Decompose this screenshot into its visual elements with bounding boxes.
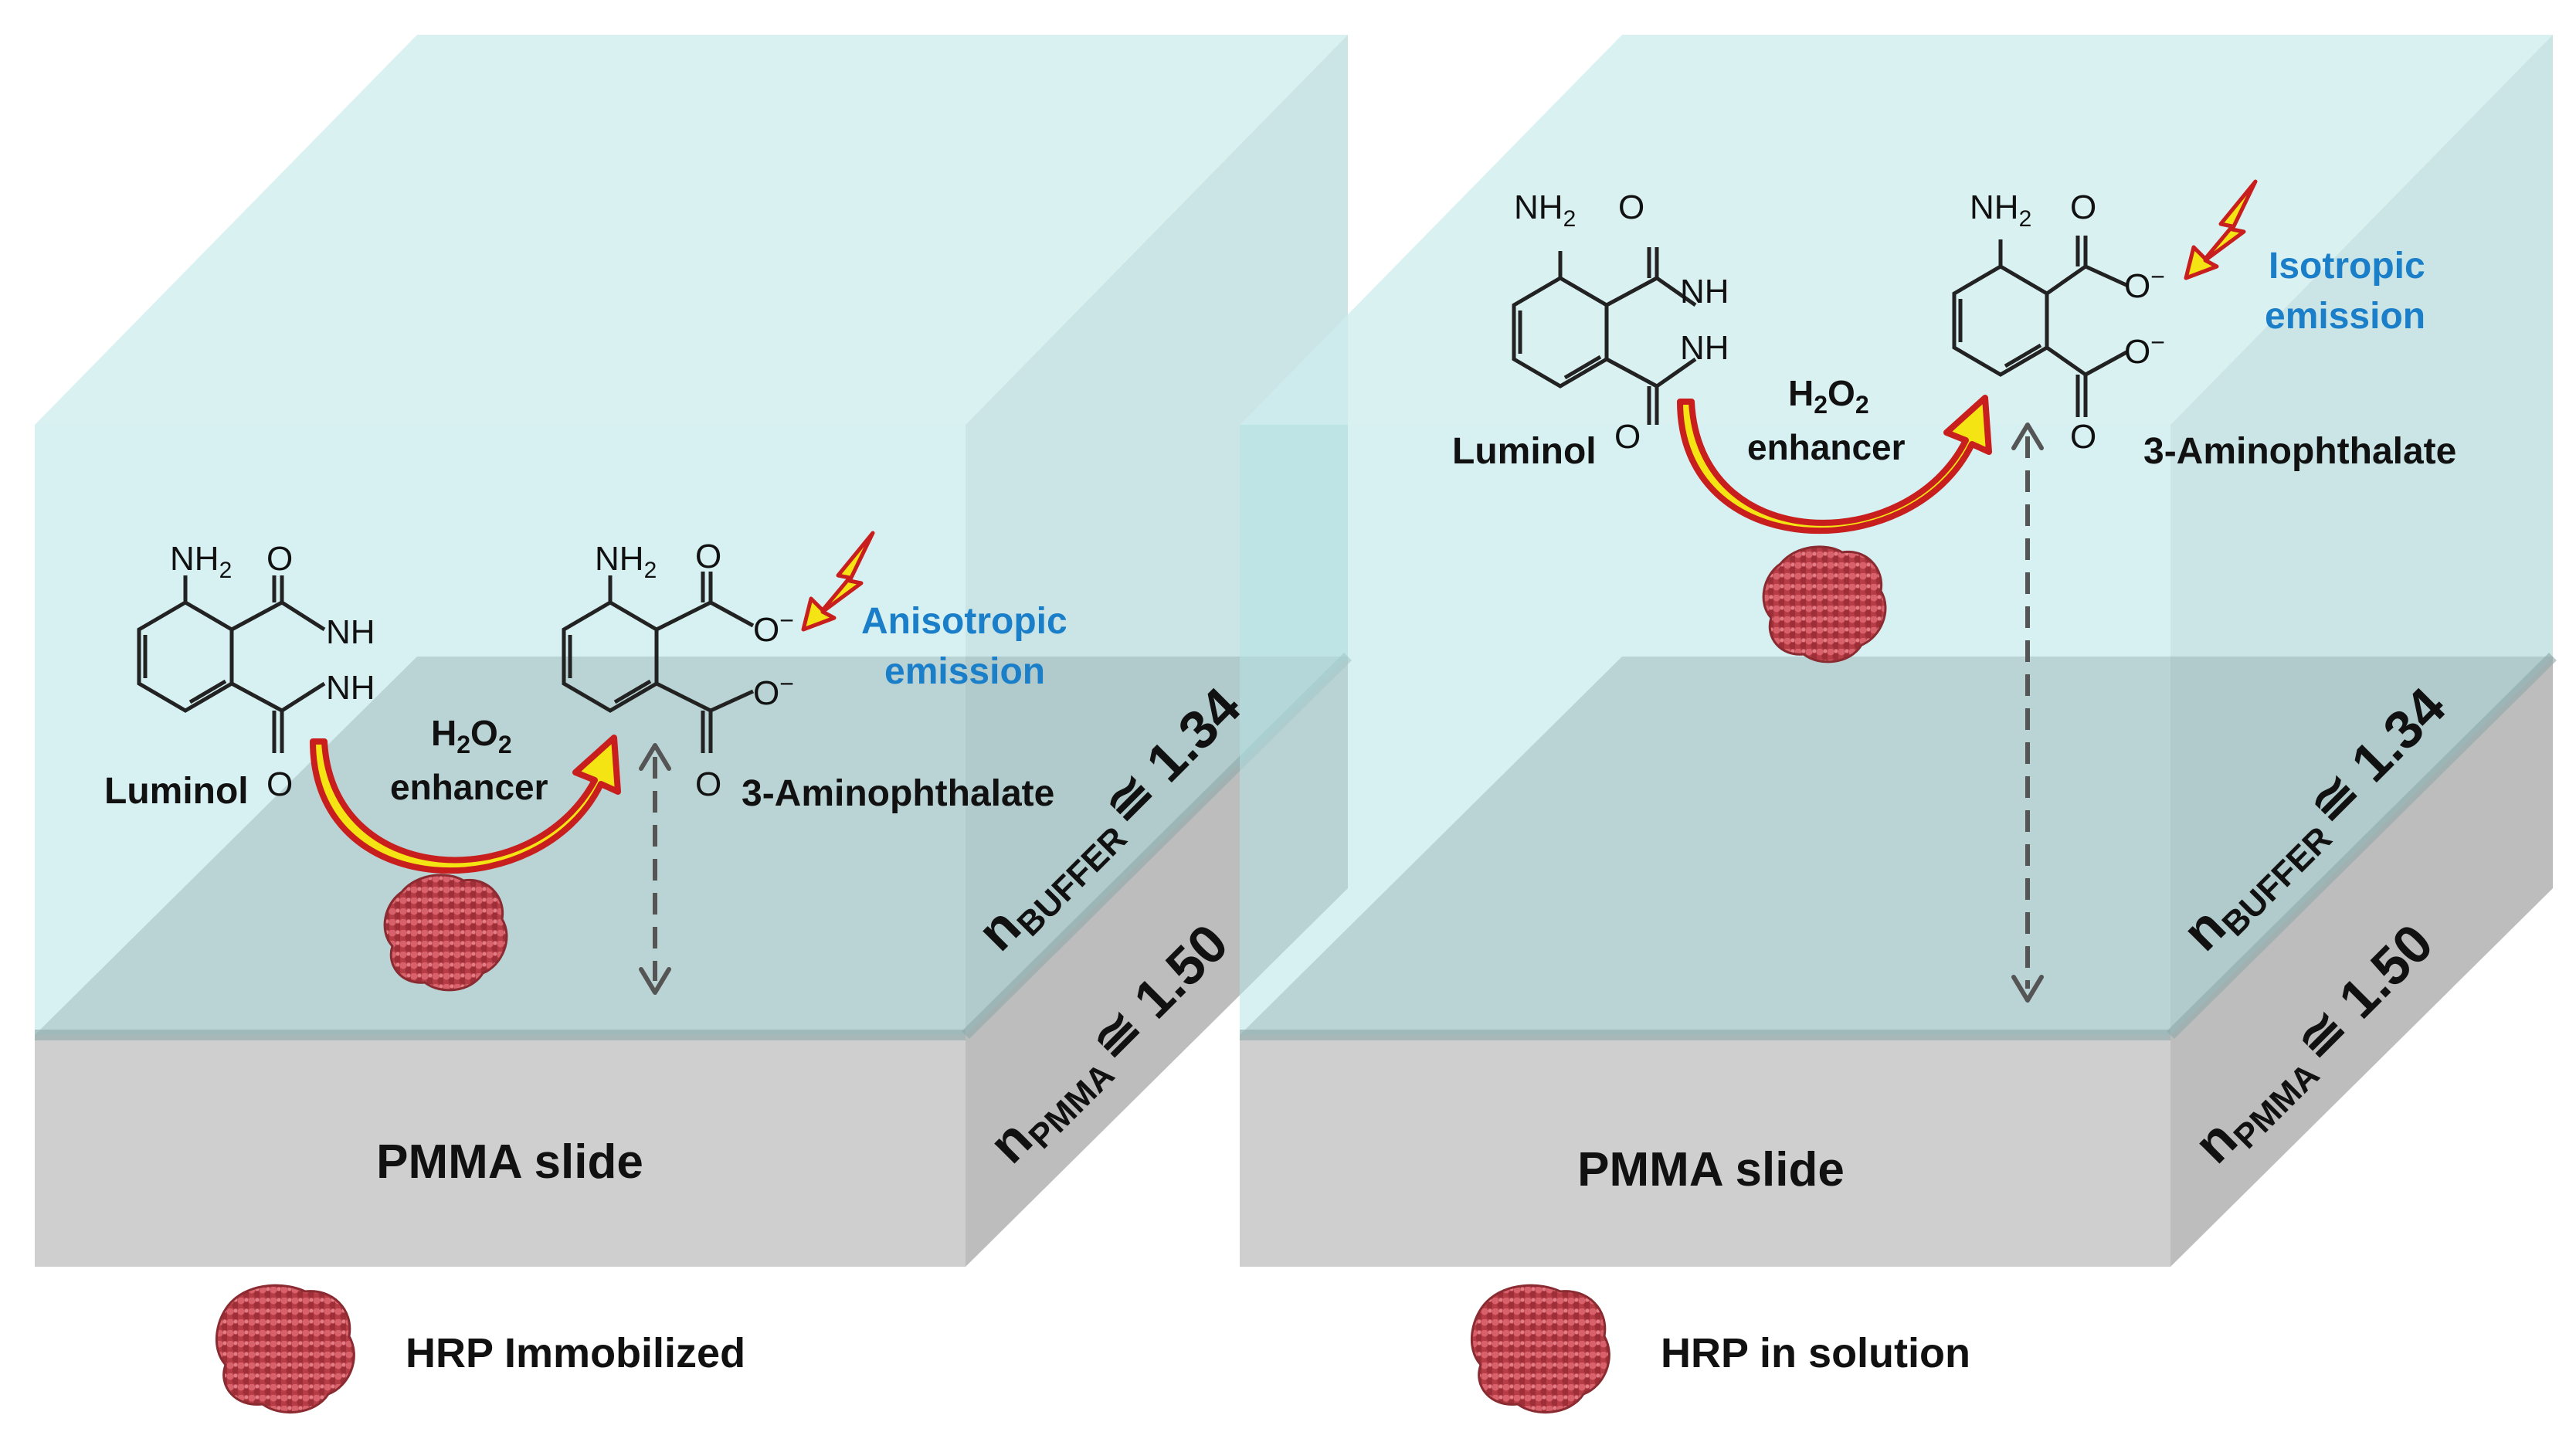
left-emission-line2: emission [884, 651, 1045, 692]
left-buffer-side [966, 35, 1348, 1035]
right-luminol-nh2: NH2 [1514, 188, 1576, 232]
right-product-o-minus-1: O− [2124, 263, 2165, 305]
left-emission-line1: Anisotropic [861, 601, 1067, 642]
left-luminol-label: Luminol [104, 771, 249, 812]
right-reaction-arrow [1677, 395, 1992, 534]
right-luminol-nh-1: NH [1680, 273, 1729, 310]
legend-hrp-immobilized-label: HRP Immobilized [406, 1330, 745, 1376]
right-lightning-icon [2184, 179, 2258, 280]
right-buffer-top [1240, 35, 2553, 425]
right-pmma-side [2170, 657, 2553, 1267]
left-product-o-minus-2: O− [753, 670, 794, 712]
right-luminol-o-top: O [1618, 188, 1644, 226]
left-hrp-protein-icon [383, 874, 508, 992]
left-product-label: 3-Aminophthalate [742, 773, 1054, 814]
right-luminol-structure [1512, 247, 1697, 425]
left-luminol-nh-1: NH [326, 613, 375, 651]
left-luminol-o-bottom: O [266, 765, 293, 803]
right-product-nh2: NH2 [1970, 188, 2031, 232]
right-pmma-slide-label: PMMA slide [1577, 1143, 1845, 1196]
legend-hrp-immobilized-icon [215, 1284, 355, 1413]
right-luminol-nh-2: NH [1680, 329, 1729, 367]
left-reaction-arrow [310, 735, 621, 874]
left-product-nh2: NH2 [595, 540, 657, 583]
left-pmma-slide-label: PMMA slide [376, 1135, 643, 1189]
left-buffer-top [35, 35, 1348, 425]
right-product-o-top: O [2070, 188, 2096, 226]
left-product-o-top: O [695, 538, 721, 575]
right-distance-arrow [2011, 422, 2044, 1003]
left-aminophthalate-structure [562, 572, 755, 753]
right-block [1240, 35, 2557, 1267]
right-luminol-label: Luminol [1452, 431, 1597, 472]
left-product-o-minus-1: O− [753, 606, 794, 649]
legend-hrp-solution-icon [1470, 1284, 1610, 1413]
left-luminol-nh2: NH2 [170, 540, 232, 583]
left-luminol-nh-2: NH [326, 669, 375, 707]
right-product-o-minus-2: O− [2124, 328, 2165, 371]
left-pmma-front [35, 1035, 966, 1267]
left-product-o-bottom: O [695, 765, 721, 803]
right-reagent-enhancer: enhancer [1747, 427, 1906, 467]
left-luminol-structure [137, 575, 326, 753]
right-aminophthalate-structure [1952, 236, 2130, 417]
right-buffer-side [2170, 35, 2553, 1035]
right-pmma-front [1240, 1035, 2170, 1267]
left-reagent-h2o2: H2O2 [431, 713, 512, 758]
legend-hrp-solution-label: HRP in solution [1661, 1330, 1970, 1376]
right-reagent-h2o2: H2O2 [1788, 373, 1869, 419]
right-product-label: 3-Aminophthalate [2143, 431, 2456, 472]
right-product-o-bottom: O [2070, 418, 2096, 456]
left-lightning-icon [801, 531, 875, 632]
right-emission-line1: Isotropic [2269, 246, 2425, 287]
left-distance-arrow [639, 743, 671, 995]
right-hrp-protein-icon [1762, 545, 1887, 663]
left-reagent-enhancer: enhancer [390, 767, 548, 807]
right-luminol-o-bottom: O [1614, 418, 1641, 456]
right-buffer-front [1240, 425, 2170, 1035]
legend: HRP Immobilized HRP in solution [215, 1284, 1970, 1413]
left-luminol-o-top: O [266, 540, 293, 578]
right-emission-line2: emission [2265, 296, 2425, 337]
